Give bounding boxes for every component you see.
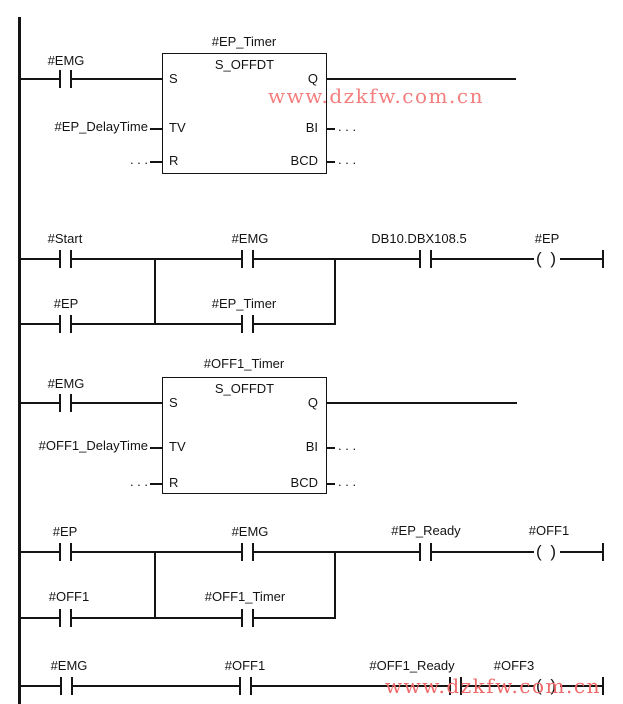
r-operand[interactable]: . . . xyxy=(129,152,148,167)
contact-emg[interactable] xyxy=(241,543,254,561)
contact-label[interactable]: #OFF1 xyxy=(48,589,90,604)
bcd-operand[interactable]: . . . xyxy=(338,474,357,489)
contact-label[interactable]: #EMG xyxy=(47,53,85,68)
r-operand[interactable]: . . . xyxy=(129,474,148,489)
contact-label[interactable]: #EP xyxy=(52,524,78,539)
pin-tv: TV xyxy=(169,120,186,135)
bcd-stub-line xyxy=(325,161,335,163)
timer-block-title[interactable]: #EP_Timer xyxy=(211,34,277,49)
r-stub-line xyxy=(150,483,162,485)
contact-label[interactable]: #EMG xyxy=(47,376,85,391)
watermark-top: www.dzkfw.com.cn xyxy=(268,84,484,108)
contact-emg[interactable] xyxy=(241,250,254,268)
contact-label[interactable]: DB10.DBX108.5 xyxy=(371,231,467,246)
contact-ep[interactable] xyxy=(59,543,72,561)
contact-label[interactable]: #EMG xyxy=(231,231,269,246)
rung-line xyxy=(21,551,603,553)
contact-ep-ready[interactable] xyxy=(419,543,432,561)
pin-bi: BI xyxy=(305,439,318,454)
contact-label[interactable]: #EP_Ready xyxy=(391,523,461,538)
tv-stub-line xyxy=(150,128,162,130)
contact-label[interactable]: #OFF1_Timer xyxy=(204,589,286,604)
bcd-stub-line xyxy=(325,483,335,485)
contact-off1[interactable] xyxy=(239,677,252,695)
watermark-bottom: www.dzkfw.com.cn xyxy=(385,674,601,698)
q-output-line xyxy=(325,402,517,404)
contact-ep-timer[interactable] xyxy=(241,315,254,333)
rung-end-tick xyxy=(602,250,604,268)
contact-off1-timer[interactable] xyxy=(241,609,254,627)
rung-end-tick xyxy=(602,543,604,561)
contact-db10[interactable] xyxy=(419,250,432,268)
branch-junction-line xyxy=(154,258,156,325)
block-type-label: S_OFFDT xyxy=(214,57,275,72)
pin-q: Q xyxy=(307,71,318,86)
bi-stub-line xyxy=(325,128,335,130)
coil-label[interactable]: #OFF3 xyxy=(493,658,535,673)
pin-s: S xyxy=(169,395,178,410)
block-type-label: S_OFFDT xyxy=(214,381,275,396)
tv-stub-line xyxy=(150,447,162,449)
timer-block[interactable]: S_OFFDT S TV R Q BI BCD xyxy=(162,53,327,174)
branch-junction-line xyxy=(154,551,156,619)
bcd-operand[interactable]: . . . xyxy=(338,152,357,167)
bi-operand[interactable]: . . . xyxy=(338,438,357,453)
contact-label[interactable]: #EP_Timer xyxy=(211,296,277,311)
pin-q: Q xyxy=(307,395,318,410)
contact-label[interactable]: #EP xyxy=(53,296,79,311)
contact-label[interactable]: #OFF1_Ready xyxy=(369,658,455,673)
coil-off1[interactable]: ( ) xyxy=(534,542,560,561)
contact-emg[interactable] xyxy=(60,677,73,695)
contact-start[interactable] xyxy=(59,250,72,268)
timer-block-title[interactable]: #OFF1_Timer xyxy=(203,356,285,371)
timer-block[interactable]: S_OFFDT S TV R Q BI BCD xyxy=(162,377,327,494)
coil-ep[interactable]: ( ) xyxy=(534,249,560,268)
contact-label[interactable]: #Start xyxy=(47,231,83,246)
rung-line xyxy=(21,78,162,80)
contact-label[interactable]: #OFF1 xyxy=(224,658,266,673)
branch-line xyxy=(21,323,335,325)
rung-end-tick xyxy=(602,677,604,695)
bi-stub-line xyxy=(325,447,335,449)
rung-line xyxy=(21,402,162,404)
branch-junction-line xyxy=(334,258,336,325)
pin-r: R xyxy=(169,153,179,168)
branch-junction-line xyxy=(334,551,336,619)
tv-operand[interactable]: #EP_DelayTime xyxy=(54,119,148,134)
contact-label[interactable]: #EMG xyxy=(50,658,88,673)
branch-line xyxy=(21,617,335,619)
coil-off3[interactable]: ( ) xyxy=(534,676,560,695)
bi-operand[interactable]: . . . xyxy=(338,119,357,134)
coil-label[interactable]: #EP xyxy=(534,231,560,246)
rung-line xyxy=(21,685,603,687)
pin-r: R xyxy=(169,475,179,490)
contact-label[interactable]: #EMG xyxy=(231,524,269,539)
contact-ep[interactable] xyxy=(59,315,72,333)
pin-bcd: BCD xyxy=(290,475,318,490)
pin-bi: BI xyxy=(305,120,318,135)
power-rail xyxy=(18,17,21,704)
r-stub-line xyxy=(150,161,162,163)
contact-off1[interactable] xyxy=(59,609,72,627)
pin-bcd: BCD xyxy=(290,153,318,168)
q-output-line xyxy=(325,78,516,80)
contact-emg[interactable] xyxy=(59,70,72,88)
pin-s: S xyxy=(169,71,178,86)
contact-off1-ready[interactable] xyxy=(449,677,462,695)
tv-operand[interactable]: #OFF1_DelayTime xyxy=(38,438,148,453)
contact-emg[interactable] xyxy=(59,394,72,412)
rung-line xyxy=(21,258,603,260)
pin-tv: TV xyxy=(169,439,186,454)
coil-label[interactable]: #OFF1 xyxy=(528,523,570,538)
